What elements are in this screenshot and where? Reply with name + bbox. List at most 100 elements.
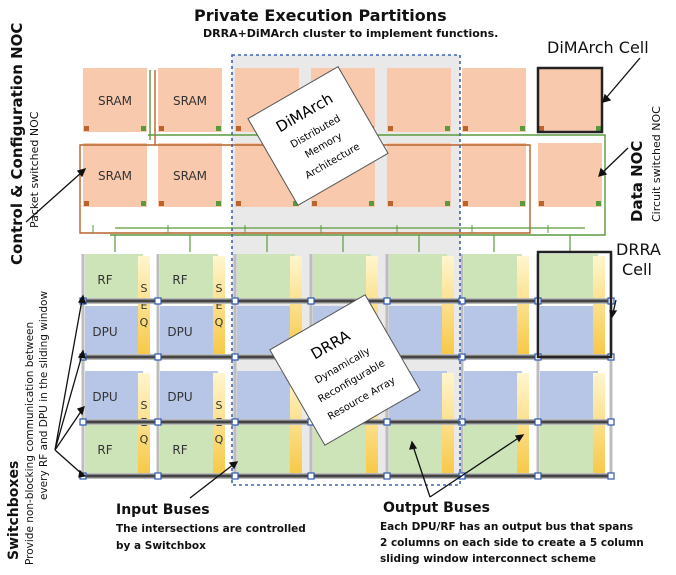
rf-cell bbox=[313, 254, 371, 304]
dpu-cell bbox=[389, 306, 447, 356]
switchboxes-line-2: every RF and DPU in the sliding window bbox=[38, 290, 50, 500]
switchbox-node bbox=[458, 297, 466, 305]
seq-letter: S bbox=[216, 282, 223, 295]
rf-label: RF bbox=[97, 273, 112, 287]
seq-letter: Q bbox=[215, 433, 224, 446]
switchboxes-line-1: Provide non-blocking communication betwe… bbox=[24, 321, 36, 565]
seq-letter: S bbox=[141, 399, 148, 412]
seq-bar bbox=[442, 256, 454, 354]
input-buses-line-1: The intersections are controlled bbox=[116, 523, 306, 535]
drra-cell-highlight bbox=[536, 250, 613, 359]
sram-cell bbox=[387, 68, 451, 132]
dimarch-cell-label: DiMArch Cell bbox=[547, 38, 649, 57]
switchbox-node bbox=[79, 418, 87, 426]
rf-cell bbox=[85, 254, 143, 304]
drra-cell-label-line-1: DRRA bbox=[616, 240, 661, 259]
switchbox-node bbox=[383, 297, 391, 305]
control-port bbox=[539, 201, 544, 206]
control-port bbox=[463, 201, 468, 206]
seq-bar bbox=[593, 256, 605, 354]
seq-letter: S bbox=[141, 282, 148, 295]
sram-cell bbox=[462, 143, 526, 207]
switchbox-node bbox=[154, 297, 162, 305]
data-port bbox=[596, 126, 601, 131]
control-port bbox=[539, 126, 544, 131]
switchbox-node bbox=[154, 418, 162, 426]
dpu-cell bbox=[160, 306, 218, 356]
control-port bbox=[312, 201, 317, 206]
switchbox-node bbox=[231, 418, 239, 426]
dimarch-cell-highlight bbox=[536, 66, 604, 134]
sram-cell bbox=[158, 143, 222, 207]
dpu-label: DPU bbox=[92, 390, 117, 404]
seq-letter: Q bbox=[215, 316, 224, 329]
control-port bbox=[159, 126, 164, 131]
seq-bar bbox=[517, 256, 529, 354]
switchbox-node bbox=[458, 418, 466, 426]
private-partition-box bbox=[231, 54, 461, 486]
rf-cell bbox=[160, 424, 218, 474]
switchbox-node bbox=[307, 297, 315, 305]
rf-cell bbox=[464, 424, 522, 474]
input-buses-title: Input Buses bbox=[116, 502, 210, 518]
sram-cell bbox=[538, 68, 602, 132]
switchbox-node bbox=[383, 472, 391, 480]
switchbox-node bbox=[458, 353, 466, 361]
data-port bbox=[293, 201, 298, 206]
dpu-label: DPU bbox=[92, 325, 117, 339]
data-noc-subtitle: Circuit switched NOC bbox=[650, 106, 663, 222]
sram-label: SRAM bbox=[98, 94, 132, 108]
seq-letter: E bbox=[141, 299, 148, 312]
output-buses-line-2: 2 columns on each side to create a 5 col… bbox=[380, 537, 644, 549]
dpu-cell bbox=[464, 371, 522, 421]
rf-cell bbox=[160, 254, 218, 304]
switchbox-node bbox=[383, 418, 391, 426]
control-port bbox=[236, 201, 241, 206]
dpu-cell bbox=[540, 306, 598, 356]
dpu-label: DPU bbox=[167, 325, 192, 339]
seq-bar bbox=[213, 256, 225, 354]
data-port bbox=[141, 126, 146, 131]
rf-label: RF bbox=[172, 443, 187, 457]
dpu-label: DPU bbox=[167, 390, 192, 404]
control-port bbox=[84, 126, 89, 131]
rf-cell bbox=[85, 424, 143, 474]
switchbox-node bbox=[607, 418, 615, 426]
dpu-cell bbox=[85, 371, 143, 421]
seq-letter: E bbox=[216, 299, 223, 312]
switchbox-node bbox=[307, 472, 315, 480]
switchboxes-title: Switchboxes bbox=[6, 460, 22, 560]
dpu-cell bbox=[464, 306, 522, 356]
rf-cell bbox=[237, 254, 295, 304]
sram-cell bbox=[83, 68, 147, 132]
seq-letter: Q bbox=[140, 433, 149, 446]
rf-cell bbox=[237, 424, 295, 474]
switchbox-node bbox=[534, 472, 542, 480]
control-port bbox=[84, 201, 89, 206]
dimarch-note: DiMArch Distributed Memory Architecture bbox=[247, 66, 389, 206]
data-port bbox=[596, 201, 601, 206]
seq-bar bbox=[138, 256, 150, 354]
sram-cell bbox=[83, 143, 147, 207]
sram-cell bbox=[158, 68, 222, 132]
sram-cell bbox=[462, 68, 526, 132]
data-port bbox=[216, 126, 221, 131]
switchbox-node bbox=[154, 353, 162, 361]
dpu-cell bbox=[85, 306, 143, 356]
seq-letter: Q bbox=[140, 316, 149, 329]
data-port bbox=[445, 201, 450, 206]
output-buses-title: Output Buses bbox=[383, 500, 490, 516]
dpu-cell bbox=[160, 371, 218, 421]
dpu-cell bbox=[237, 371, 295, 421]
data-port bbox=[369, 201, 374, 206]
sram-label: SRAM bbox=[173, 169, 207, 183]
data-noc-title: Data NOC bbox=[628, 140, 646, 222]
switchbox-node bbox=[231, 297, 239, 305]
switchbox-node bbox=[534, 418, 542, 426]
control-port bbox=[388, 201, 393, 206]
rf-cell bbox=[540, 254, 598, 304]
control-port bbox=[463, 126, 468, 131]
data-port bbox=[520, 126, 525, 131]
